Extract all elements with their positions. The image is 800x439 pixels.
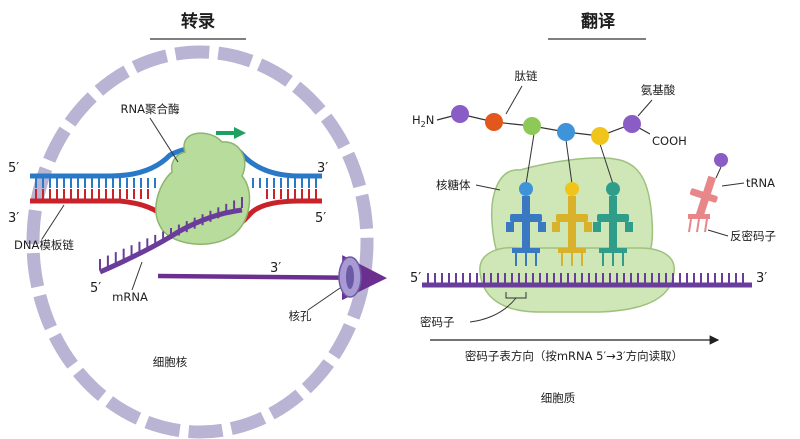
translation-mrna-5-end: 5′ [410,271,421,286]
translation-mrna [422,273,752,288]
ribosome-label: 核糖体 [436,178,471,192]
rna-polymerase-enzyme [155,132,251,245]
cytoplasm-label: 细胞质 [541,391,576,405]
reading-direction-label: 密码子表方向（按mRNA 5′→3′方向读取） [465,349,683,363]
anticodon-leader [707,229,729,237]
rna-polymerase-leader [149,117,179,163]
trna-blue [506,196,546,266]
amino-acid-purple [451,105,469,123]
template-right-end: 5′ [315,211,326,226]
h2n-label: H2N [412,113,434,129]
peptide-backbone [436,113,651,137]
trna-label: tRNA [746,176,775,190]
ribosome-small-subunit [479,246,675,313]
amino-acid-purple-end [623,115,641,133]
dna-template-label: DNA模板链 [14,238,74,252]
codon-leader [469,297,517,323]
amino-acid-leader [637,99,653,117]
nuclear-pore-leader [307,287,341,311]
nuclear-pore-label: 核孔 [289,309,312,323]
cooh-label: COOH [652,134,687,148]
mrna-strand [98,197,243,275]
amino-acid-blue [557,123,575,141]
trna-teal-amino-acid [606,182,620,196]
mrna-5-end: 5′ [90,281,101,296]
coding-right-end: 3′ [317,161,328,176]
trna-yellow-amino-acid [565,182,579,196]
trna-blue-amino-acid [519,182,533,196]
trna-connector-2 [565,139,573,185]
translation-mrna-3-end: 3′ [756,271,767,286]
transcription-title: 转录 [181,11,215,32]
nucleus-label: 细胞核 [153,355,188,369]
translation-title: 翻译 [581,11,616,32]
codon-label: 密码子 [420,315,455,329]
ribosome-leader [475,184,501,191]
template-left-end: 3′ [8,211,19,226]
amino-acid-orange [485,113,503,131]
rna-polymerase-label: RNA聚合酶 [121,102,180,116]
trna-teal [593,196,633,266]
free-trna [688,153,728,233]
amino-acid-green [523,117,541,135]
trna-connector-3 [599,143,614,185]
amino-acid-label: 氨基酸 [641,83,676,97]
mrna-3-end: 3′ [270,261,281,276]
direction-arrow-icon [216,127,246,139]
anticodon-label: 反密码子 [730,229,776,243]
nuclear-pore-icon [338,256,362,298]
peptide-label: 肽链 [515,69,538,83]
nuclear-envelope [26,45,374,439]
mrna-leader [131,261,143,291]
mrna-label: mRNA [112,290,148,304]
peptide-leader [505,85,523,115]
dna-template-leader [41,204,65,240]
trna-yellow [552,196,592,266]
coding-left-end: 5′ [8,161,19,176]
trna-leader [721,182,745,187]
trna-connector-1 [525,133,535,185]
amino-acid-yellow [591,127,609,145]
